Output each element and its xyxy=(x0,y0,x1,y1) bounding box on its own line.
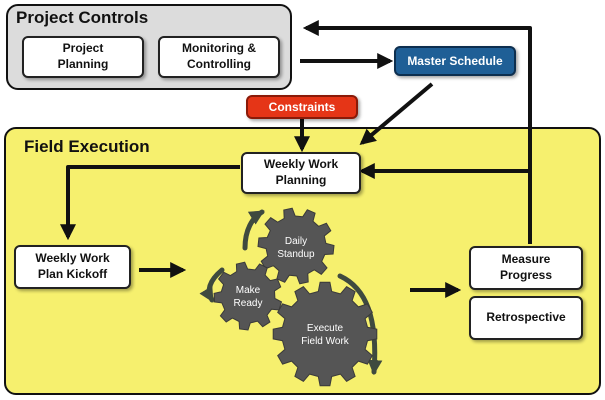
connector-arrows xyxy=(60,20,532,298)
arrow-master-schedule-to-weekly-planning xyxy=(359,82,434,146)
make-ready-gear xyxy=(213,261,283,331)
retrospective-box[interactable]: Retrospective xyxy=(469,296,583,340)
project-controls-title: Project Controls xyxy=(16,8,149,27)
constraints-box[interactable]: Constraints xyxy=(246,95,358,119)
weekly-work-plan-kickoff-box[interactable]: Weekly Work Plan Kickoff xyxy=(14,245,131,289)
daily-standup-label-2: Standup xyxy=(277,249,315,260)
gear-labels: Daily Standup Make Ready Execute Field W… xyxy=(234,236,350,347)
arrow-weekly-planning-to-kickoff xyxy=(60,165,240,241)
daily-standup-label-1: Daily xyxy=(285,236,307,247)
daily-standup-gear xyxy=(257,207,335,285)
monitoring-controlling-box[interactable]: Monitoring & Controlling xyxy=(158,36,280,78)
make-ready-label-2: Ready xyxy=(234,298,263,309)
execute-field-work-gear xyxy=(272,281,378,387)
execute-label-1: Execute xyxy=(307,323,344,334)
master-schedule-box[interactable]: Master Schedule xyxy=(394,46,516,76)
field-execution-title: Field Execution xyxy=(24,137,150,156)
weekly-work-planning-box[interactable]: Weekly Work Planning xyxy=(241,152,361,194)
measure-progress-box[interactable]: Measure Progress xyxy=(469,246,583,290)
make-ready-label-1: Make xyxy=(236,285,261,296)
execute-label-2: Field Work xyxy=(301,336,350,347)
gear-group xyxy=(213,207,378,387)
project-planning-box[interactable]: Project Planning xyxy=(22,36,144,78)
